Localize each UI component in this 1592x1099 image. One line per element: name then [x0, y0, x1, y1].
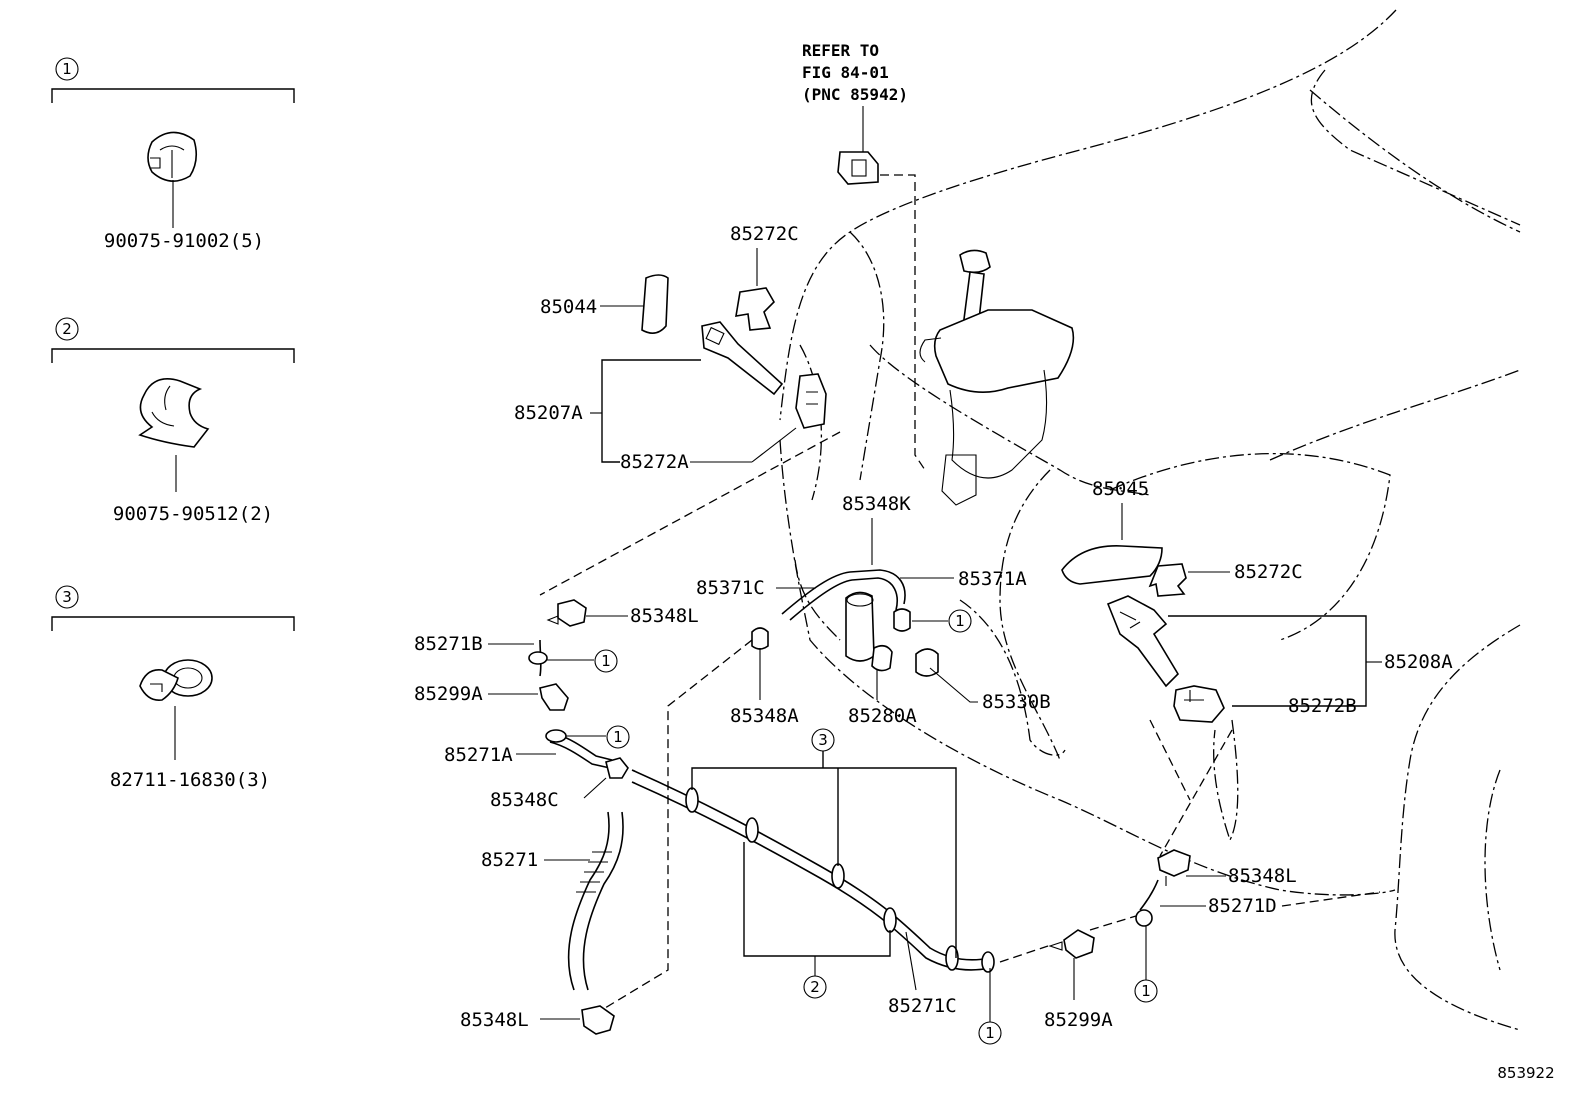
hose-clamp-icon	[139, 659, 213, 702]
label-85299A-left: 85299A	[414, 683, 483, 705]
label-85272C-top: 85272C	[730, 223, 799, 245]
washer-cap-icon	[641, 274, 669, 334]
washer-tank	[919, 249, 1075, 506]
legend-number-1: 1	[62, 60, 72, 78]
joint-85299A-left-icon	[539, 683, 569, 711]
legend-number-3: 3	[62, 588, 72, 606]
label-85271: 85271	[481, 849, 538, 871]
legend-item-1: 1 90075-91002(5)	[51, 57, 295, 252]
label-85208A: 85208A	[1384, 651, 1453, 673]
label-85207A: 85207A	[514, 402, 583, 424]
label-85280A: 85280A	[848, 705, 917, 727]
joint-85348L-top-icon	[546, 599, 587, 627]
callout-1-pump: 1	[955, 612, 965, 630]
label-85348A: 85348A	[730, 705, 799, 727]
label-85044: 85044	[540, 296, 597, 318]
label-85271B: 85271B	[414, 633, 483, 655]
callout-3-hose: 3	[818, 731, 828, 749]
vehicle-body-outline	[779, 9, 1521, 1031]
legend-part-1: 90075-91002(5)	[104, 230, 264, 252]
hose-clamps	[685, 787, 995, 973]
legend-item-3: 3 82711-16830(3)	[51, 585, 295, 791]
clip-icon	[138, 378, 210, 448]
headlamp-washer-nozzle-left-icon	[701, 321, 784, 396]
joint-85348A-icon	[751, 627, 769, 650]
legend-item-2: 2 90075-90512(2)	[51, 317, 295, 525]
washer-cover-icon	[1061, 545, 1163, 585]
label-85330B: 85330B	[982, 691, 1051, 713]
callout-1-85271C: 1	[985, 1024, 995, 1042]
callout-1-85271B: 1	[601, 652, 611, 670]
refer-line-2: FIG 84-01	[802, 63, 889, 82]
bracket-85272B-icon	[1173, 685, 1225, 723]
clip-bracket-icon	[735, 287, 775, 331]
label-85045: 85045	[1092, 478, 1149, 500]
legend-part-2: 90075-90512(2)	[113, 503, 273, 525]
clip-85272C-right-icon	[1148, 563, 1187, 597]
label-85271D: 85271D	[1208, 895, 1277, 917]
label-85348C: 85348C	[490, 789, 559, 811]
callout-2-hose: 2	[810, 978, 820, 996]
label-85348L-bottom: 85348L	[460, 1009, 529, 1031]
label-85272C-right: 85272C	[1234, 561, 1303, 583]
joint-85299A-bottom-icon	[1048, 929, 1095, 959]
refer-line-3: (PNC 85942)	[802, 85, 908, 104]
label-85348K: 85348K	[842, 493, 911, 515]
headlamp-washer-nozzle-right-icon	[1106, 595, 1180, 688]
figure-number: 853922	[1497, 1064, 1554, 1082]
joint-85348L-bottom-icon	[581, 1005, 615, 1035]
refer-line-1: REFER TO	[802, 41, 879, 60]
label-85299A-bottom: 85299A	[1044, 1009, 1113, 1031]
label-85272A: 85272A	[620, 451, 689, 473]
bracket-85272A-icon	[795, 373, 827, 429]
label-85348L-right: 85348L	[1228, 865, 1297, 887]
grommet-85330B-icon	[915, 648, 939, 677]
legend-part-3: 82711-16830(3)	[110, 769, 270, 791]
callout-1-85271D: 1	[1141, 982, 1151, 1000]
label-85371C: 85371C	[696, 577, 765, 599]
label-85348L-top: 85348L	[630, 605, 699, 627]
label-85271A: 85271A	[444, 744, 513, 766]
clamp-icon	[147, 131, 198, 182]
joint-85348C-icon	[605, 757, 629, 779]
label-85272B: 85272B	[1288, 695, 1357, 717]
label-85371A: 85371A	[958, 568, 1027, 590]
legend-number-2: 2	[62, 320, 72, 338]
joint-85348L-right-icon	[1157, 849, 1191, 886]
callout-1-85271A: 1	[613, 728, 623, 746]
joint-85371A-icon	[893, 608, 911, 632]
sensor-connector-icon	[837, 151, 879, 185]
washer-pump-icon	[845, 591, 893, 672]
label-85271C: 85271C	[888, 995, 957, 1017]
